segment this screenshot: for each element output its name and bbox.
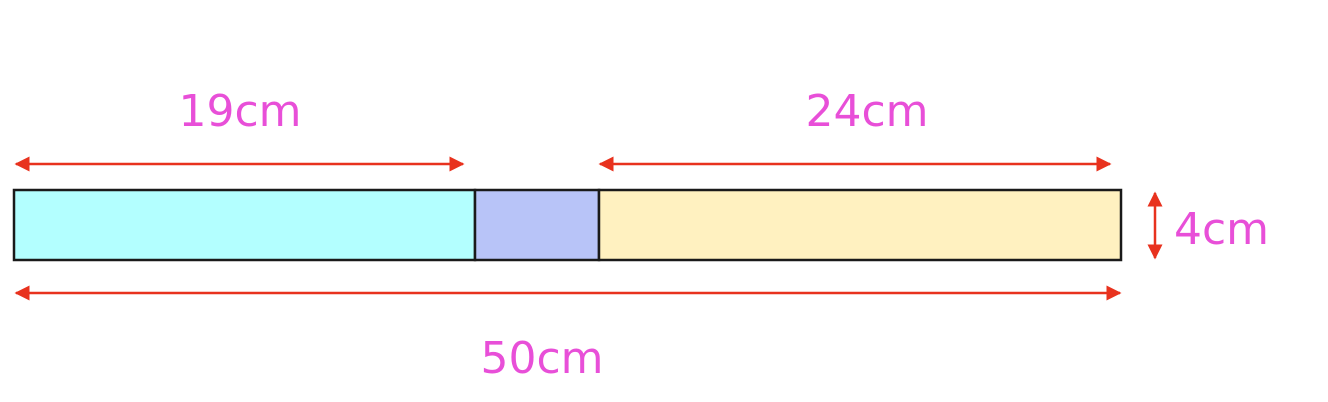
right-segment bbox=[597, 188, 1123, 262]
left-width-label: 19cm bbox=[178, 86, 301, 137]
right-width-label: 24cm bbox=[805, 86, 928, 137]
height-label: 4cm bbox=[1174, 204, 1269, 255]
left-segment bbox=[12, 188, 477, 262]
total-width-label: 50cm bbox=[480, 333, 603, 384]
middle-segment bbox=[473, 188, 601, 262]
